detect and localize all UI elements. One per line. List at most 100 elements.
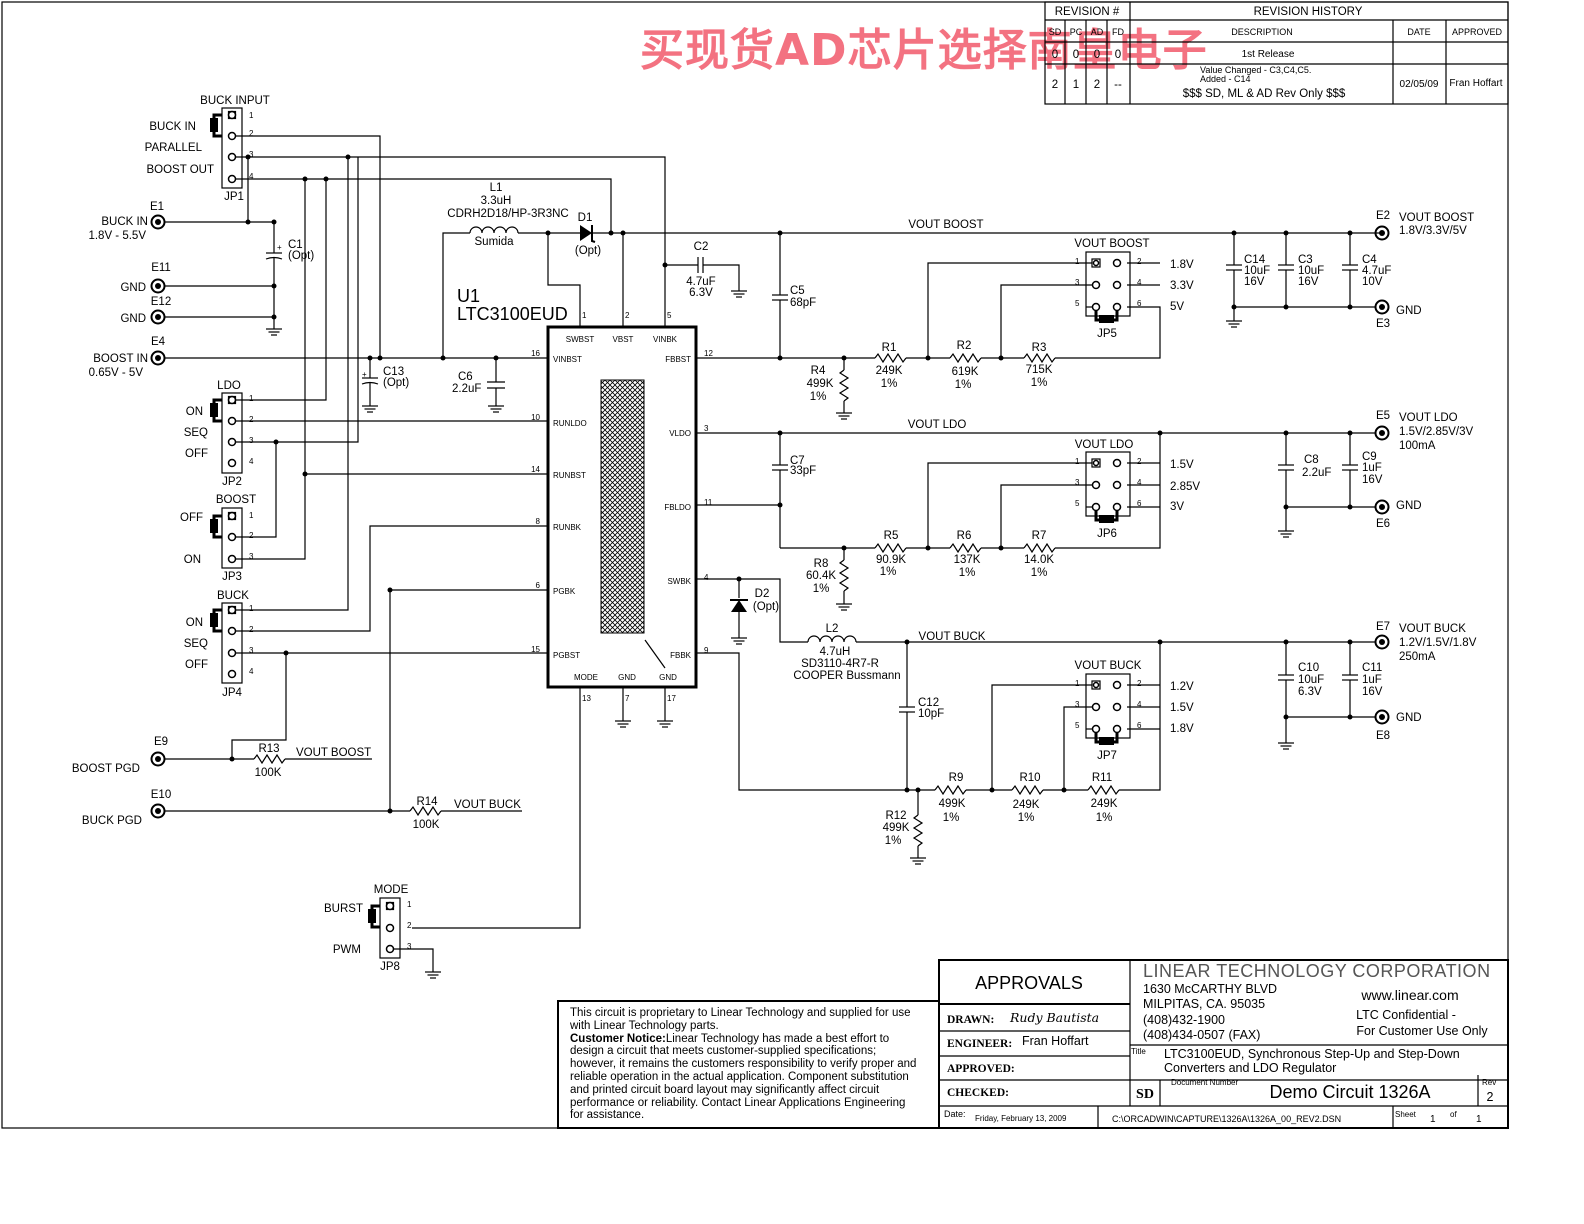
- svg-text:1%: 1%: [1031, 377, 1048, 389]
- svg-text:E2: E2: [1376, 210, 1390, 222]
- svg-text:2: 2: [249, 415, 254, 424]
- r6-resistor: R6 137K 1%: [949, 530, 982, 579]
- svg-text:JP3: JP3: [222, 571, 242, 583]
- svg-text:of: of: [1450, 1110, 1457, 1119]
- svg-text:SWBST: SWBST: [566, 335, 595, 344]
- svg-text:+: +: [277, 243, 282, 252]
- c5-capacitor: C5 68pF: [772, 233, 816, 358]
- svg-text:(408)434-0507 (FAX): (408)434-0507 (FAX): [1143, 1028, 1260, 1042]
- svg-text:BUCK: BUCK: [217, 590, 249, 602]
- svg-text:1: 1: [1073, 79, 1079, 91]
- svg-text:14.0K: 14.0K: [1024, 554, 1054, 566]
- svg-text:E5: E5: [1376, 410, 1390, 422]
- svg-text:4: 4: [1137, 478, 1142, 487]
- svg-text:1.5V/2.85V/3V: 1.5V/2.85V/3V: [1399, 426, 1473, 438]
- r3-resistor: R3 715K 1%: [1023, 342, 1056, 389]
- svg-text:RUNBST: RUNBST: [553, 471, 586, 480]
- svg-text:6: 6: [1137, 299, 1142, 308]
- net-vout-ldo: VOUT LDO: [908, 419, 967, 431]
- svg-text:FBLDO: FBLDO: [664, 503, 691, 512]
- svg-text:ON: ON: [186, 406, 203, 418]
- svg-text:VOUT BOOST: VOUT BOOST: [1074, 238, 1149, 250]
- d1-diode: D1 (Opt): [575, 212, 601, 257]
- website: www.linear.com: [1360, 987, 1458, 1003]
- svg-text:BUCK IN: BUCK IN: [101, 216, 148, 228]
- svg-text:1: 1: [249, 394, 254, 403]
- svg-text:L1: L1: [490, 182, 503, 194]
- svg-text:C2: C2: [694, 241, 709, 253]
- svg-text:4.7uH: 4.7uH: [820, 646, 851, 658]
- svg-text:2: 2: [1094, 79, 1100, 91]
- c6-capacitor: C6 2.2uF: [452, 358, 505, 413]
- revision-table: REVISION # REVISION HISTORY SD PC AD FD …: [1044, 1, 1509, 105]
- svg-text:MODE: MODE: [574, 673, 598, 682]
- svg-text:10uF: 10uF: [1298, 674, 1324, 686]
- svg-text:10uF: 10uF: [1298, 265, 1324, 277]
- svg-text:R13: R13: [258, 743, 279, 755]
- svg-text:ENGINEER:: ENGINEER:: [947, 1038, 1012, 1050]
- svg-text:4: 4: [1137, 278, 1142, 287]
- e1-terminal: E1 BUCK IN 1.8V - 5.5V: [88, 201, 166, 242]
- svg-text:11: 11: [704, 498, 713, 507]
- svg-text:C4: C4: [1362, 254, 1377, 266]
- company-name: LINEAR TECHNOLOGY CORPORATION: [1143, 961, 1491, 981]
- l1-inductor: L1 3.3uH CDRH2D18/HP-3R3NC Sumida: [447, 182, 568, 248]
- svg-text:1: 1: [249, 511, 254, 520]
- u1-ic: U1 LTC3100EUD SWBST VBST VINBK 1 2 5 VIN…: [457, 286, 713, 703]
- svg-text:C10: C10: [1298, 662, 1319, 674]
- approvals-block: APPROVALS DRAWN: Rudy Bautista ENGINEER:…: [938, 959, 1509, 1129]
- svg-text:LDO: LDO: [217, 380, 241, 392]
- svg-text:BUCK INPUT: BUCK INPUT: [200, 95, 270, 107]
- c8-capacitor: C8 2.2uF: [1277, 433, 1331, 538]
- svg-text:VOUT LDO: VOUT LDO: [1075, 439, 1134, 451]
- svg-text:1%: 1%: [880, 566, 897, 578]
- svg-text:FBBK: FBBK: [670, 651, 692, 660]
- rev-col-sd: SD: [1049, 27, 1062, 37]
- e5-terminal: E5 VOUT LDO 1.5V/2.85V/3V 100mA: [1374, 410, 1473, 452]
- e11-terminal: E11 GND: [120, 262, 170, 294]
- svg-text:GND: GND: [1396, 712, 1422, 724]
- svg-text:RUNBK: RUNBK: [553, 523, 582, 532]
- svg-text:3: 3: [249, 150, 254, 159]
- svg-text:ON: ON: [184, 554, 201, 566]
- svg-text:499K: 499K: [939, 798, 966, 810]
- svg-text:2: 2: [1487, 1090, 1494, 1104]
- svg-text:Rev: Rev: [1482, 1078, 1496, 1087]
- svg-text:E3: E3: [1376, 318, 1390, 330]
- svg-text:1.8V: 1.8V: [1170, 723, 1194, 735]
- rev-col-date: DATE: [1407, 27, 1430, 37]
- svg-text:1: 1: [249, 604, 254, 613]
- r11-resistor: R11 249K 1%: [1087, 772, 1120, 824]
- svg-text:(408)432-1900: (408)432-1900: [1143, 1013, 1225, 1027]
- rev-col-fd: FD: [1112, 27, 1124, 37]
- svg-text:CDRH2D18/HP-3R3NC: CDRH2D18/HP-3R3NC: [447, 208, 568, 220]
- r12-resistor: R12 499K 1%: [883, 790, 927, 865]
- e3-terminal: GND E3: [1374, 299, 1422, 330]
- svg-text:FBBST: FBBST: [665, 355, 691, 364]
- svg-text:BOOST PGD: BOOST PGD: [72, 763, 140, 775]
- svg-text:15: 15: [531, 645, 540, 654]
- ic-ref: U1: [457, 286, 480, 306]
- svg-text:1%: 1%: [813, 583, 830, 595]
- rev-col-pc: PC: [1070, 27, 1083, 37]
- rev-row1-description: 1st Release: [1242, 49, 1295, 60]
- svg-text:C1: C1: [288, 239, 303, 251]
- svg-text:SWBK: SWBK: [667, 577, 691, 586]
- d2-diode: D2 (Opt): [730, 579, 779, 645]
- svg-text:Document Number: Document Number: [1171, 1078, 1238, 1087]
- svg-text:13: 13: [582, 694, 591, 703]
- svg-text:3V: 3V: [1170, 501, 1184, 513]
- svg-text:10V: 10V: [1362, 276, 1383, 288]
- svg-text:1%: 1%: [943, 812, 960, 824]
- drawn-signature: Rudy Bautista: [1009, 1010, 1099, 1025]
- svg-text:R6: R6: [957, 530, 972, 542]
- svg-text:249K: 249K: [876, 365, 903, 377]
- svg-text:3: 3: [249, 552, 254, 561]
- svg-text:17: 17: [667, 694, 676, 703]
- svg-text:02/05/09: 02/05/09: [1400, 79, 1439, 90]
- svg-text:OFF: OFF: [185, 659, 208, 671]
